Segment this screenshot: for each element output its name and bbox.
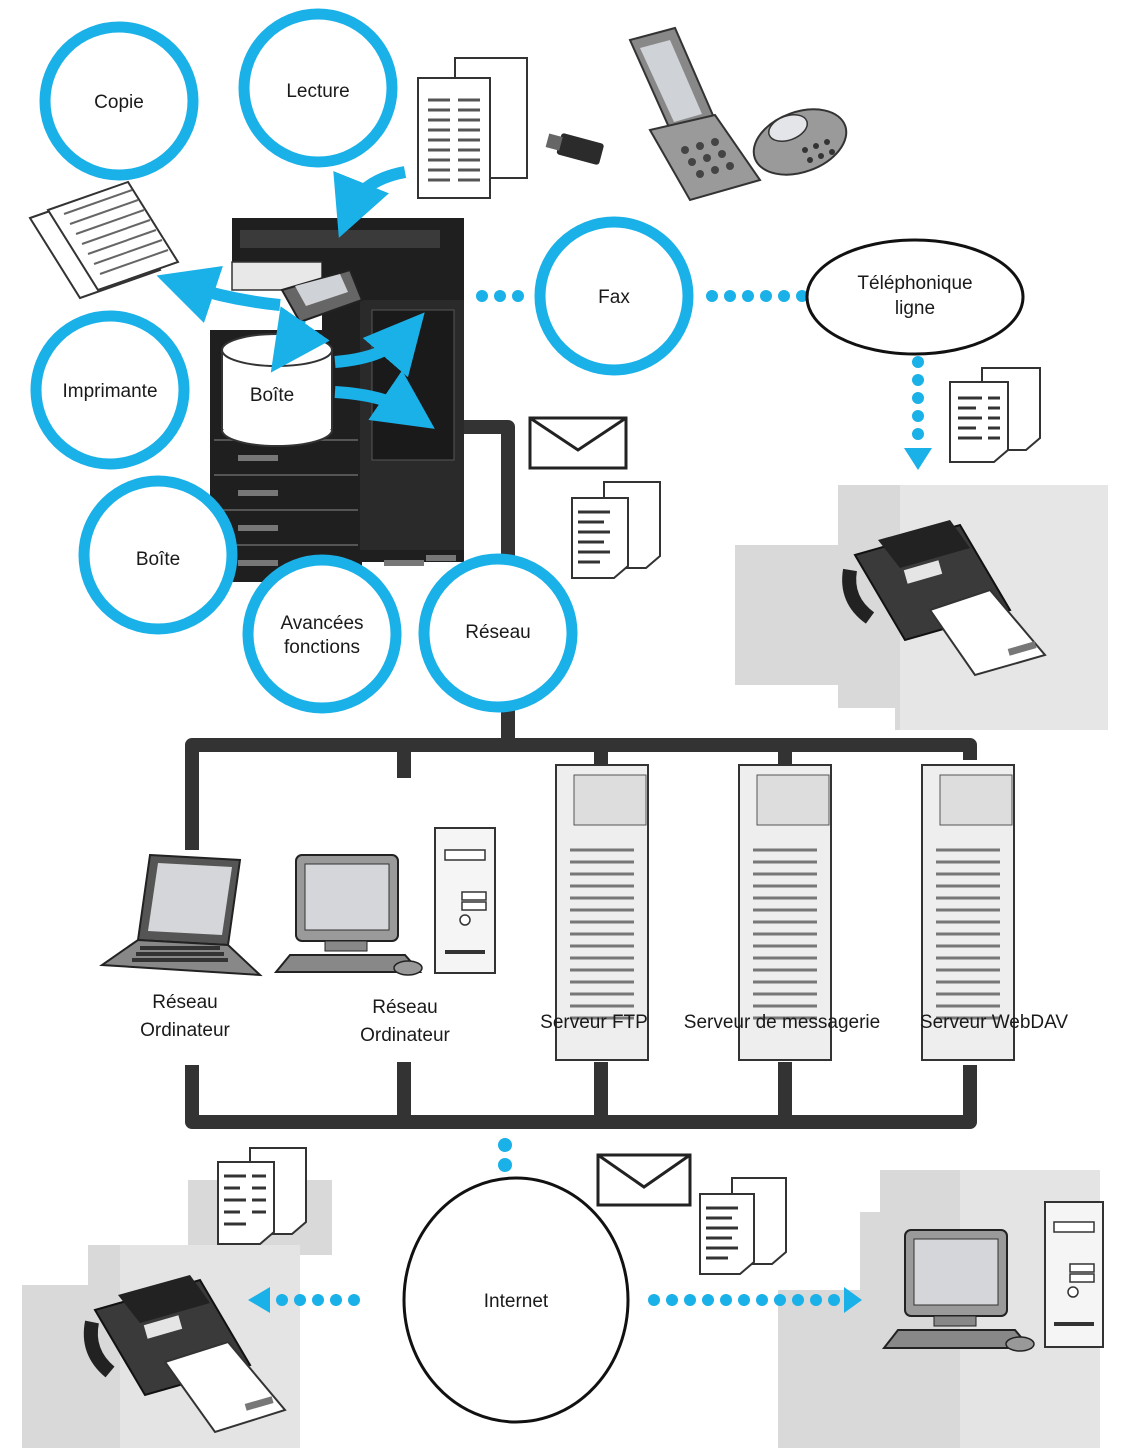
function-advanced-label-2: fonctions: [284, 637, 360, 658]
webdav-server-label: Serveur WebDAV: [920, 1012, 1069, 1033]
function-advanced: Avancées fonctions: [242, 554, 402, 714]
mfp-fax-dots: [476, 290, 524, 302]
internet-email-envelope-icon: [596, 1153, 692, 1207]
function-printer-label: Imprimante: [62, 381, 157, 402]
function-scan: Lecture: [238, 8, 398, 168]
function-circles: Copie Lecture Imprimante Boîte Avancées …: [30, 8, 694, 714]
mail-server-label: Serveur de messagerie: [684, 1012, 880, 1033]
box-storage-icon: Boîte: [221, 333, 333, 447]
print-out-arrow: [156, 266, 281, 323]
box-out-arrow-lower: [334, 370, 435, 429]
mobile-phone-icon: [752, 108, 848, 176]
phone-fax-dots: [904, 356, 932, 470]
internet-label: Internet: [484, 1291, 549, 1312]
function-network: Réseau: [418, 553, 578, 713]
ftp-server-label: Serveur FTP: [540, 1012, 648, 1033]
telephone-line-label-1: Téléphonique: [857, 273, 972, 294]
fax-documents-icon: [949, 367, 1041, 463]
function-advanced-label-1: Avancées: [280, 613, 363, 634]
desktop-pc-icon-1: [273, 827, 496, 976]
pc1-label-1: Réseau: [152, 992, 218, 1013]
function-box: Boîte: [78, 475, 238, 635]
function-scan-label: Lecture: [286, 81, 349, 102]
usb-stick-icon: [545, 133, 604, 165]
scan-data-documents-icon: [571, 481, 661, 579]
device-captions: Réseau Ordinateur Réseau Ordinateur Serv…: [140, 992, 1068, 1046]
function-copy-label: Copie: [94, 92, 144, 113]
fax-phone-dots: [706, 290, 808, 302]
printed-paper-icon: [28, 180, 180, 300]
laptop-icon: [99, 853, 263, 977]
internet-node: Internet: [402, 1176, 630, 1424]
function-box-label: Boîte: [136, 549, 180, 570]
fax-machine-icon-bottom: [83, 1275, 287, 1434]
flip-phone-icon: [628, 26, 762, 202]
desktop-pc-icon-2: [881, 1201, 1104, 1352]
ftp-server-icon: [555, 764, 649, 1061]
flow-arrows: [156, 166, 435, 429]
webdav-server-icon: [921, 764, 1015, 1061]
function-fax-label: Fax: [598, 287, 630, 308]
box-out-arrow-upper: [334, 312, 425, 378]
internet-pc-dots: [648, 1287, 862, 1313]
scan-in-arrow: [333, 166, 407, 238]
function-fax: Fax: [534, 216, 694, 376]
mail-server-icon: [738, 764, 832, 1061]
store-arrow: [270, 306, 330, 373]
function-network-label: Réseau: [465, 622, 531, 643]
internet-fax-dots: [248, 1287, 360, 1313]
internet-fax-documents-icon: [217, 1147, 307, 1245]
email-envelope-icon: [528, 416, 628, 470]
pc2-label-1: Réseau: [372, 997, 438, 1018]
fax-machine-icon-top: [842, 520, 1047, 677]
scan-documents-icon: [417, 57, 528, 199]
telephone-line-node: Téléphonique ligne: [805, 238, 1025, 356]
telephone-line-label-2: ligne: [895, 298, 935, 319]
pc2-label-2: Ordinateur: [360, 1025, 450, 1046]
internet-email-documents-icon: [699, 1177, 787, 1275]
function-copy: Copie: [39, 21, 199, 181]
pc1-label-2: Ordinateur: [140, 1020, 230, 1041]
function-printer: Imprimante: [30, 310, 190, 470]
box-storage-label: Boîte: [250, 385, 294, 406]
